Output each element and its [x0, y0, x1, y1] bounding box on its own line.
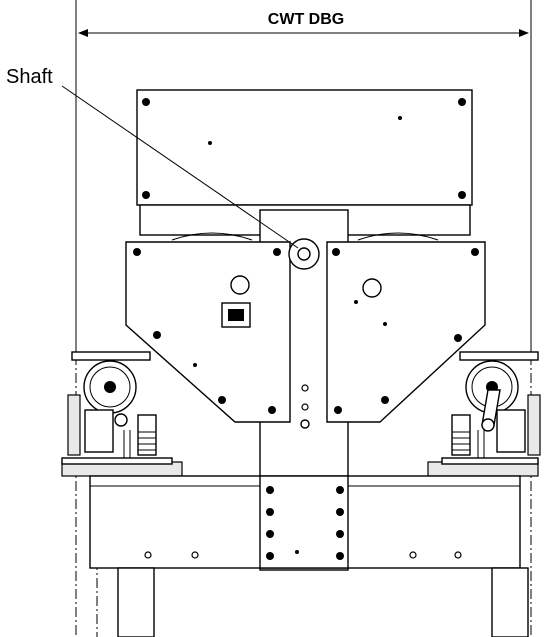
callout-label: Shaft	[6, 66, 53, 88]
sheave-arcs	[171, 232, 439, 241]
dimension-label: CWT DBG	[268, 11, 344, 28]
right-roller-guide	[441, 351, 541, 465]
bottom-frame	[61, 461, 539, 637]
dbg-dimension: CWT DBG	[78, 11, 529, 37]
left-roller-guide	[61, 351, 173, 465]
shaft-callout: Shaft	[6, 66, 299, 249]
left-side-plate	[125, 241, 291, 423]
shaft	[288, 238, 320, 270]
right-side-plate	[326, 241, 486, 423]
